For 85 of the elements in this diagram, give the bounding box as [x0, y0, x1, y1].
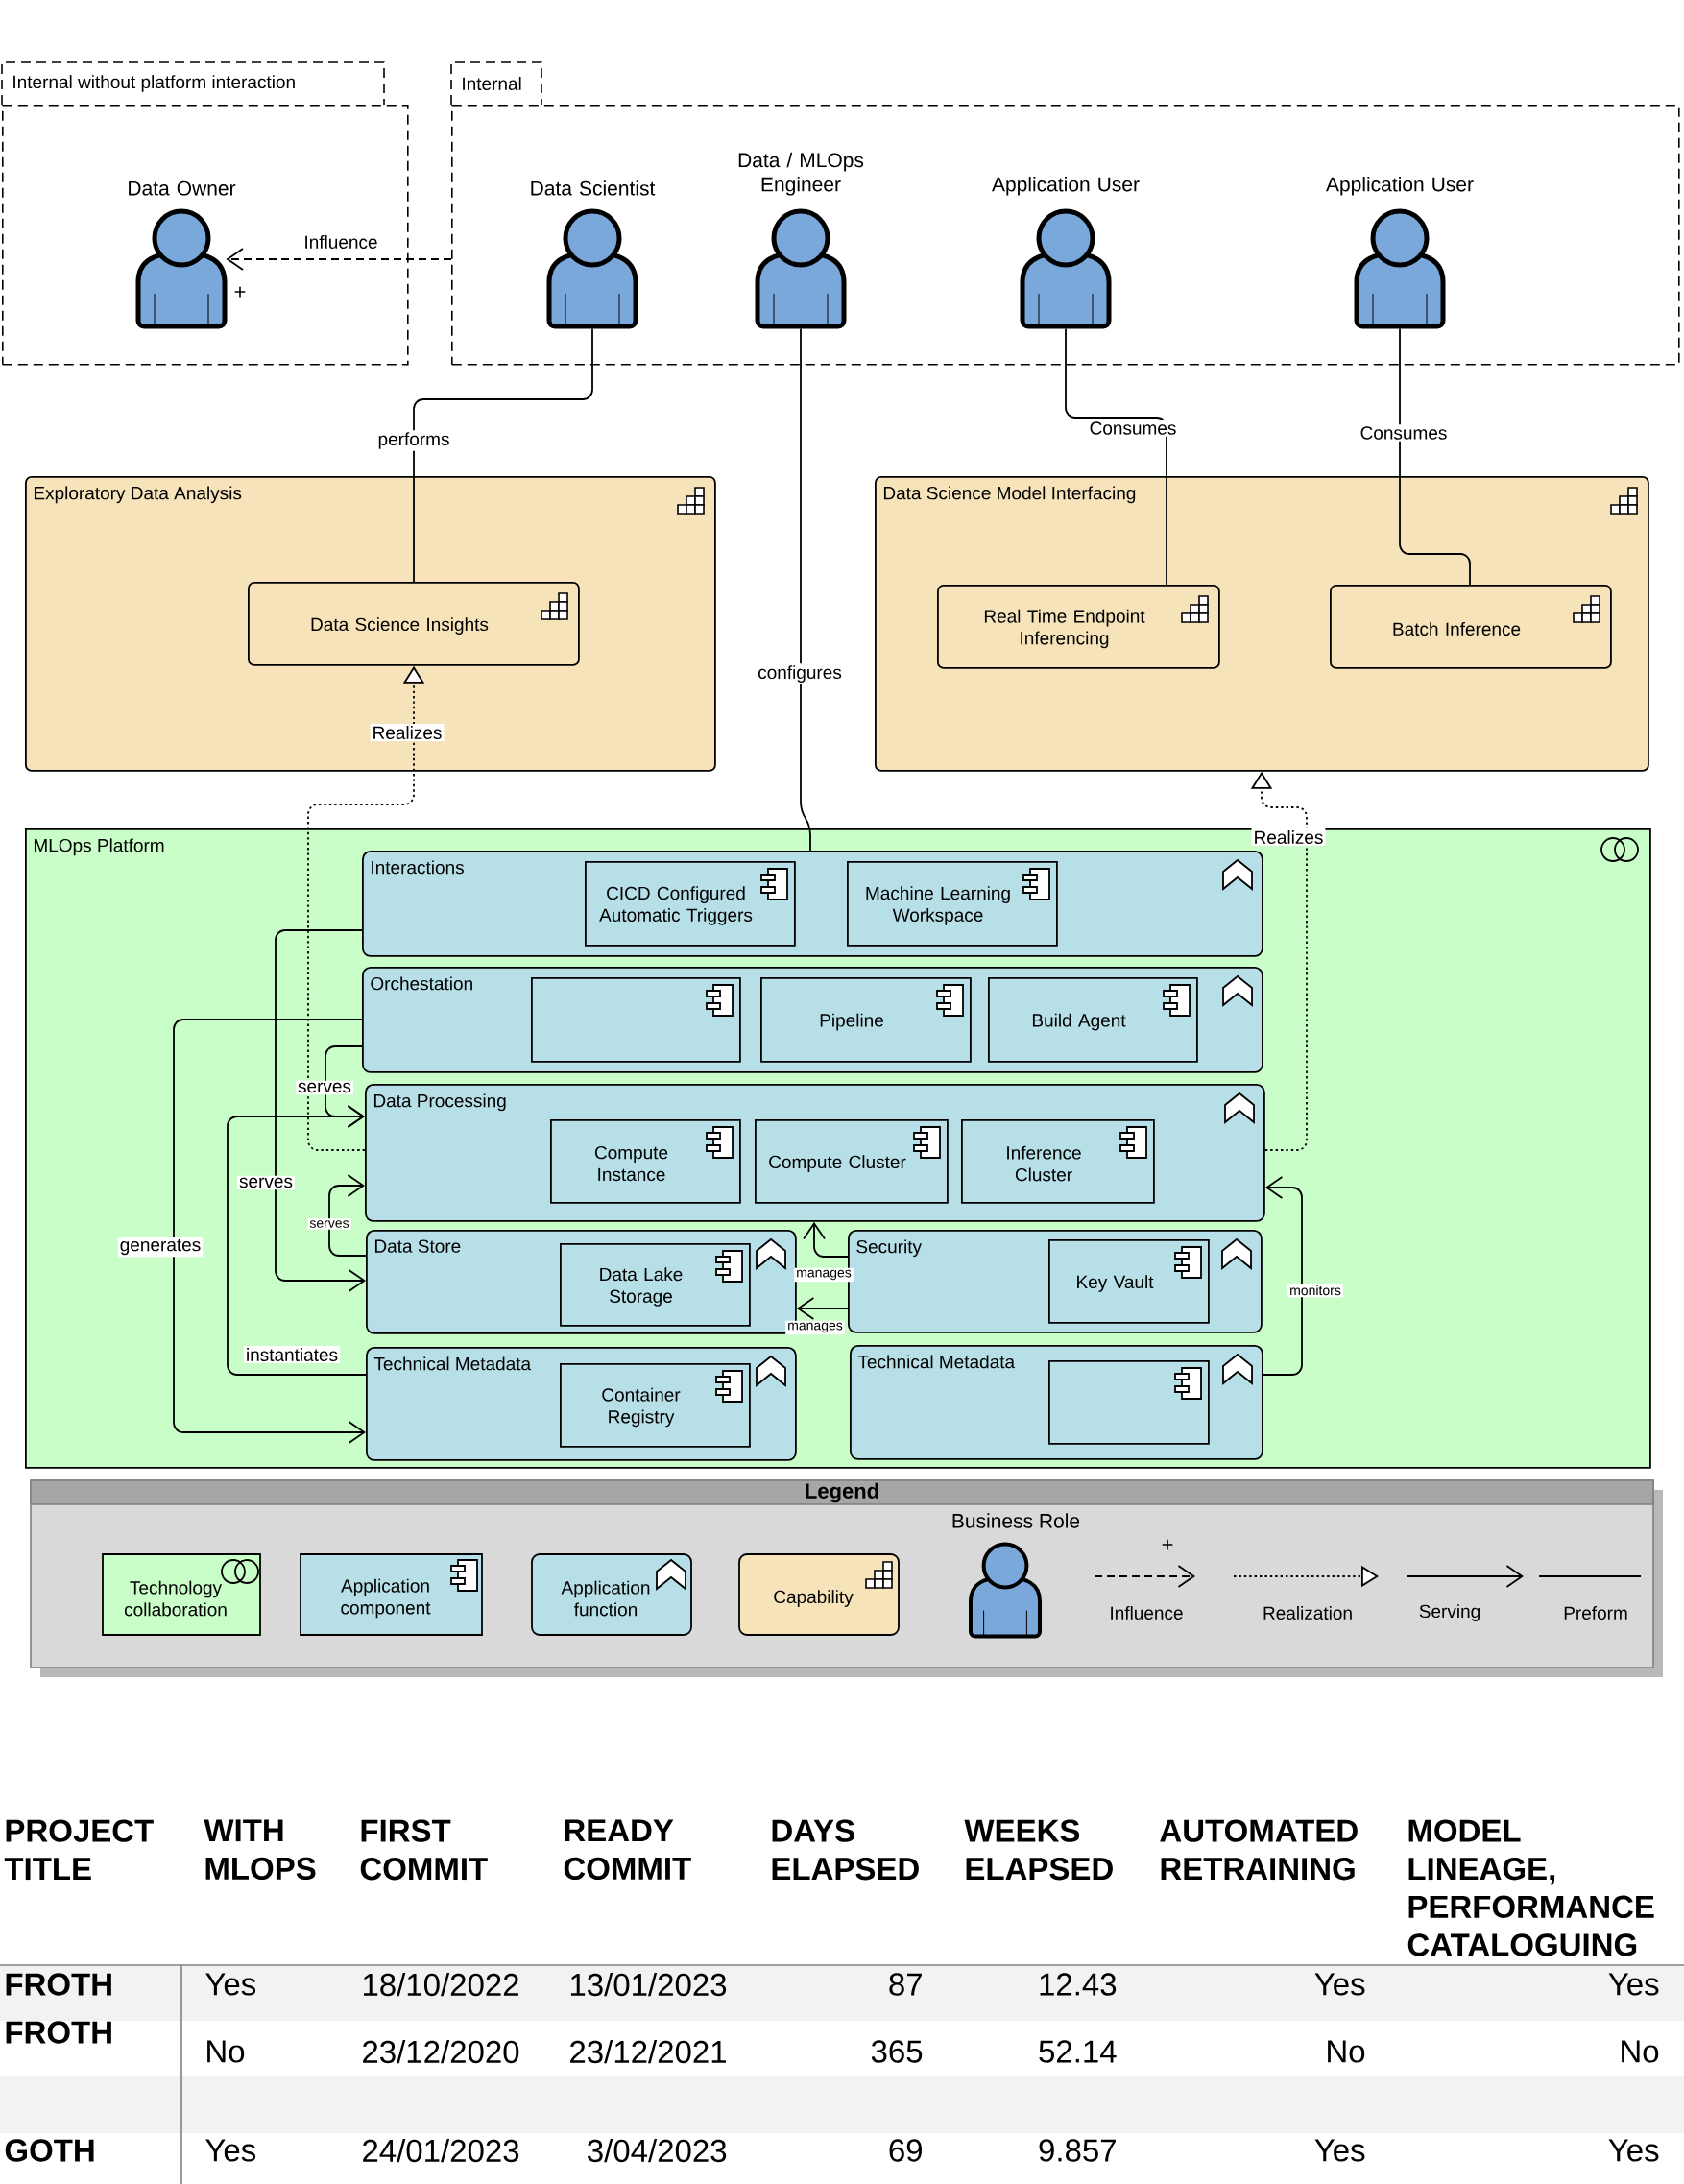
legend-item: Application function	[531, 1553, 692, 1636]
legend-label: Realization	[1263, 1606, 1352, 1620]
role-label: Data Owner	[129, 180, 236, 196]
connector	[328, 1174, 367, 1257]
row-title: FROTH	[6, 1973, 111, 1996]
edge-label: performs	[375, 430, 452, 451]
legend-label: Preform	[1564, 1606, 1627, 1620]
column-header: FIRST COMMIT	[360, 1819, 488, 1881]
table-cell: 24/01/2023	[363, 2138, 519, 2163]
component-box: Data Lake Storage	[560, 1243, 751, 1327]
row-title: GOTH	[5, 2139, 94, 2162]
role-label: Data Scientist	[531, 180, 656, 196]
edge-label: Realizes	[1251, 828, 1326, 846]
node-label: Internal	[463, 77, 521, 90]
legend-label: Business Role	[952, 1513, 1080, 1528]
column-header: MODEL LINEAGE, PERFORMANCE CATALOGUING	[1407, 1819, 1654, 1956]
table-cell: 23/12/2020	[363, 2039, 519, 2064]
table-cell: Yes	[1608, 1973, 1659, 1996]
component-box: Compute Cluster	[755, 1119, 949, 1204]
capability-box: Data Science Insights	[248, 582, 580, 666]
table-cell: No	[207, 2040, 245, 2063]
table-cell: Yes	[1314, 1973, 1365, 1996]
table-cell: 69	[889, 2139, 923, 2162]
column-header: READY COMMIT	[564, 1819, 691, 1881]
legend-header: Legend	[30, 1479, 1654, 1505]
component-box	[531, 977, 741, 1063]
component-box: Machine Learning Workspace	[847, 861, 1058, 947]
role-label: Data / MLOps Engineer	[738, 152, 864, 196]
table-cell: 13/01/2023	[570, 1972, 727, 1997]
component-box: Key Vault	[1048, 1239, 1210, 1324]
edge-label: Consumes	[1358, 424, 1450, 442]
component-box	[1048, 1360, 1210, 1445]
capability-box: Real Time Endpoint Inferencing	[937, 585, 1220, 669]
component-box: Build Agent	[988, 977, 1198, 1063]
legend-label: Serving	[1419, 1604, 1480, 1621]
table-cell: 18/10/2022	[363, 1972, 518, 1997]
edge-label: Consumes	[1087, 420, 1179, 437]
column-header: PROJECT TITLE	[4, 1819, 154, 1881]
table-cell: Yes	[205, 1973, 256, 1996]
table-cell: 87	[889, 1973, 922, 1996]
component-box: CICD Configured Automatic Triggers	[585, 861, 796, 947]
table-cell: 3/04/2023	[588, 2138, 727, 2163]
row-title: FROTH	[6, 2021, 111, 2044]
role-label: Application User	[1326, 177, 1474, 196]
component-box: Pipeline	[760, 977, 972, 1063]
legend-item: Application component	[300, 1553, 483, 1636]
connector	[413, 327, 593, 583]
table-cell: No	[1622, 2040, 1659, 2063]
edge-label: instantiates	[243, 1346, 341, 1363]
legend-label: Influence	[1111, 1606, 1183, 1620]
component-box: Container Registry	[560, 1363, 751, 1448]
column-header: DAYS ELAPSED	[772, 1819, 919, 1881]
edge-label: Influence	[301, 233, 380, 251]
table-cell: 365	[871, 2040, 923, 2063]
connector	[173, 1019, 366, 1444]
table-cell: 23/12/2021	[570, 2039, 726, 2064]
table-cell: 12.43	[1040, 1973, 1117, 1996]
edge-label: serves	[307, 1218, 351, 1230]
capability-box: Batch Inference	[1330, 585, 1612, 669]
connector	[796, 1297, 849, 1320]
connector	[1399, 327, 1471, 586]
table-cell: No	[1328, 2040, 1365, 2063]
connector	[1262, 1176, 1303, 1376]
column-header: AUTOMATED RETRAINING	[1160, 1819, 1358, 1881]
legend-item: Technology collaboration	[102, 1553, 261, 1636]
table-cell: 52.14	[1039, 2040, 1117, 2063]
table-cell: Yes	[1608, 2139, 1659, 2162]
table-cell: 9.857	[1039, 2139, 1116, 2162]
connector	[226, 248, 452, 271]
connector	[1065, 327, 1167, 586]
connector	[800, 327, 811, 852]
connector	[275, 929, 366, 1292]
table-cell: Yes	[205, 2139, 256, 2162]
plus-sign: +	[1162, 1539, 1173, 1550]
column-header: WITH MLOPS	[204, 1819, 316, 1881]
column-header: WEEKS ELAPSED	[964, 1819, 1113, 1881]
edge-label: configures	[756, 663, 844, 684]
connector	[227, 1105, 367, 1376]
role-label: Application User	[992, 177, 1140, 196]
table-cell: Yes	[1314, 2139, 1365, 2162]
edge-label: Realizes	[370, 724, 445, 741]
node-label: Internal without platform interaction	[13, 75, 295, 92]
legend-item: Capability	[738, 1553, 900, 1636]
component-box: Inference Cluster	[961, 1119, 1155, 1204]
component-box: Compute Instance	[550, 1119, 741, 1204]
